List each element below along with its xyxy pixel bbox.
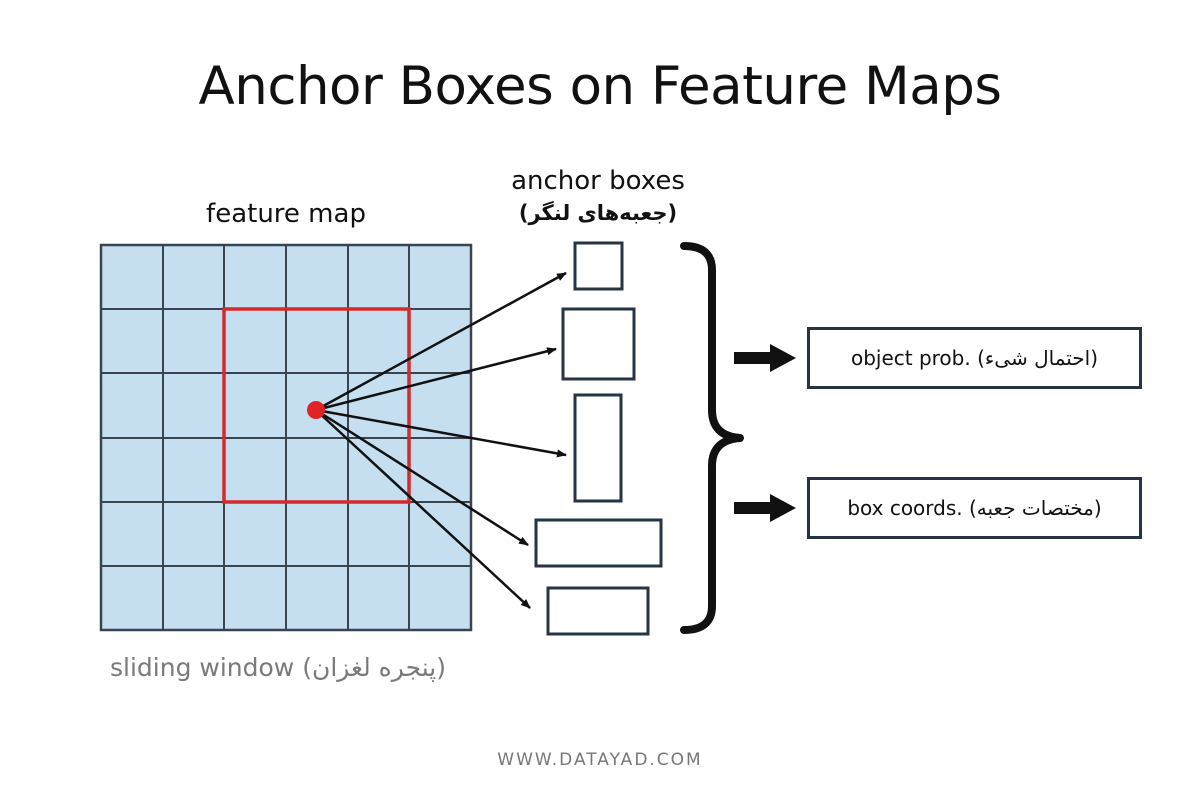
- anchor-box-wide: [534, 518, 663, 568]
- block-arrow-icon: [734, 344, 796, 372]
- arrow: [315, 271, 567, 412]
- sliding-window-label: sliding window (پنجره لغزان): [110, 653, 446, 682]
- arrow: [315, 347, 557, 412]
- anchor-box-large-square: [561, 307, 636, 381]
- object-prob-output: object prob. (احتمال شیء): [807, 327, 1142, 389]
- sliding-window: [222, 307, 411, 504]
- feature-map-label: feature map: [206, 199, 366, 229]
- feature-map-grid: [99, 243, 473, 632]
- box-coords-label: box coords. (مختصات جعبه): [847, 496, 1102, 520]
- center-point: [307, 401, 325, 419]
- object-prob-label: object prob. (احتمال شیء): [850, 346, 1099, 370]
- anchor-box-medium-wide: [546, 586, 650, 636]
- curly-brace: [680, 242, 744, 634]
- anchor-box-tall: [573, 393, 623, 503]
- box-coords-output: box coords. (مختصات جعبه): [807, 477, 1142, 539]
- anchor-arrows: [315, 271, 567, 609]
- footer-url: WWW.DATAYAD.COM: [497, 750, 703, 770]
- arrow: [315, 408, 567, 458]
- diagram-title: Anchor Boxes on Feature Maps: [198, 56, 1002, 117]
- arrow: [315, 408, 529, 547]
- block-arrow-icon: [734, 494, 796, 522]
- arrow: [315, 409, 531, 609]
- anchor-boxes: [534, 241, 663, 636]
- anchor-box-small-square: [573, 241, 624, 291]
- anchor-boxes-label: anchor boxes: [511, 166, 685, 196]
- anchor-boxes-sublabel: (جعبه‌های لنگر): [518, 201, 678, 225]
